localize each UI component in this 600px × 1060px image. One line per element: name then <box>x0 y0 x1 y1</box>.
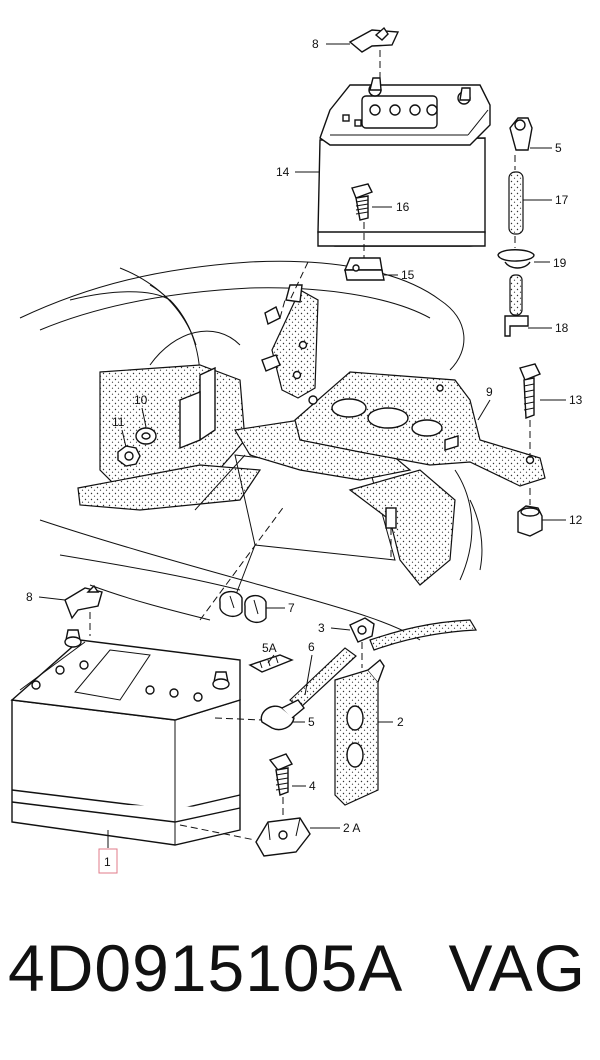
callout-12: 12 <box>569 513 583 527</box>
callout-2: 2 <box>397 715 404 729</box>
connector-5a <box>248 654 294 673</box>
callout-17: 17 <box>555 193 569 207</box>
clips-7 <box>219 591 267 624</box>
bracket-2 <box>334 658 385 806</box>
brand-name: VAG <box>448 931 586 1005</box>
battery-top-14 <box>317 77 491 247</box>
callout-16: 16 <box>396 200 410 214</box>
callout-10: 10 <box>134 393 148 407</box>
callout-2a: 2 A <box>343 821 360 835</box>
battery-installation-diagram: 8 14 16 15 5 17 19 18 9 13 10 11 12 8 7 … <box>10 26 583 874</box>
callout-15: 15 <box>401 268 415 282</box>
footer: 4D0915105A VAG <box>0 930 600 1040</box>
assembly-lines <box>179 261 309 841</box>
callout-8-bottom: 8 <box>26 590 33 604</box>
bolt-16 <box>351 183 373 258</box>
callout-18: 18 <box>555 321 569 335</box>
callout-4: 4 <box>309 779 316 793</box>
nut-12 <box>517 488 543 537</box>
battery-carrier-9 <box>261 284 546 487</box>
callout-11: 11 <box>112 415 125 429</box>
callout-6: 6 <box>308 640 315 654</box>
bolt-4 <box>268 753 294 818</box>
cable-run <box>369 619 478 651</box>
callout-13: 13 <box>569 393 583 407</box>
callout-14: 14 <box>276 165 290 179</box>
clamp-plate-15 <box>343 257 385 281</box>
callout-1: 1 <box>104 855 111 869</box>
hold-down-clamp-8-bottom <box>64 584 103 636</box>
battery-1 <box>10 629 241 846</box>
callout-3: 3 <box>318 621 325 635</box>
hold-down-clamp-8-top <box>348 26 400 82</box>
nut-11 <box>117 445 141 467</box>
callout-5-bottom: 5 <box>308 715 315 729</box>
callout-1-highlight <box>98 848 118 874</box>
bolt-13 <box>519 363 541 458</box>
washer-10 <box>135 427 157 445</box>
callout-8-top: 8 <box>312 37 319 51</box>
callout-7: 7 <box>288 601 295 615</box>
stud <box>385 507 397 560</box>
leader-lines <box>38 43 566 848</box>
callout-5-top: 5 <box>555 141 562 155</box>
callout-labels: 8 14 16 15 5 17 19 18 9 13 10 11 12 8 7 … <box>26 37 583 874</box>
part-number: 4D0915105A <box>8 931 404 1005</box>
callout-9: 9 <box>486 385 493 399</box>
cable-6 <box>214 647 357 731</box>
callout-5a: 5A <box>262 641 277 655</box>
bolt-3 <box>349 617 375 668</box>
callout-19: 19 <box>553 256 567 270</box>
clamp-2a <box>255 817 311 857</box>
vent-hose-assembly <box>497 117 535 337</box>
